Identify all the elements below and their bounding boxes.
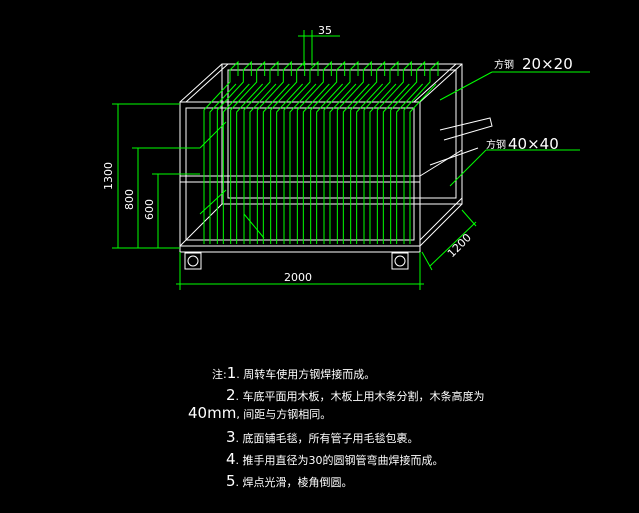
side-bracing [199,121,265,239]
callout-large-size: 40×40 [508,135,559,153]
divider-panel [323,60,359,244]
dim-length: 2000 [284,271,312,284]
divider-panel [283,60,319,244]
note-3-text: , 间距与方钢相同。 [236,408,332,421]
wheel-left [184,252,202,270]
divider-panel [256,60,292,244]
dimension-lines [112,30,590,290]
divider-panel [363,60,399,244]
note-4-text: . 底面铺毛毯，所有管子用毛毯包裹。 [235,432,419,445]
front-face [179,101,421,247]
note-4-num: 3 [226,428,236,446]
divider-panel [216,60,252,244]
cart-frame [179,63,493,270]
callout-large-prefix: 方钢 [486,138,506,151]
note-5-num: 4 [226,450,236,468]
divider-panel [310,60,346,244]
push-handle [439,117,493,141]
divider-panel [403,60,439,244]
divider-panel [230,60,266,244]
note-6-text: . 焊点光滑，棱角倒圆。 [235,476,353,489]
divider-panel [203,60,239,244]
note-line-1: 注:1. 周转车使用方钢焊接而成。 [212,364,375,382]
note-line-3: 40mm, 间距与方钢相同。 [188,404,331,422]
divider-panel [390,60,426,244]
callout-small-size: 20×20 [522,55,573,73]
divider-panel [376,60,412,244]
divider-panels [199,60,439,244]
note-1-prefix: 注: [212,368,227,381]
note-line-4: 3. 底面铺毛毯，所有管子用毛毯包裹。 [226,428,419,446]
note-5-text: . 推手用直径为30的圆钢管弯曲焊接而成。 [235,454,444,467]
note-line-6: 5. 焊点光滑，棱角倒圆。 [226,472,353,490]
dim-height-low: 600 [143,199,156,220]
dim-top-spacing: 35 [318,24,332,37]
divider-panel [350,60,386,244]
note-2-text: . 车底平面用木板，木板上用木条分割，木条高度为 [235,390,485,403]
divider-panel [243,60,279,244]
divider-panel [296,60,332,244]
divider-panel [270,60,306,244]
wheel-right [391,252,409,270]
note-line-2: 2. 车底平面用木板，木板上用木条分割，木条高度为 [226,386,485,404]
note-line-5: 4. 推手用直径为30的圆钢管弯曲焊接而成。 [226,450,444,468]
note-6-num: 5 [226,472,236,490]
callout-small-prefix: 方钢 [494,58,514,71]
note-1-num: 1 [226,364,237,382]
divider-panel [336,60,372,244]
dim-depth: 1200 [445,231,474,260]
cart-base [179,245,421,253]
back-face-inner [227,69,457,199]
dim-height-total: 1300 [102,162,115,190]
note-2-num: 2 [226,386,236,404]
note-3-num: 40mm [188,404,237,422]
dim-height-mid: 800 [123,189,136,210]
note-1-text: . 周转车使用方钢焊接而成。 [236,368,376,381]
